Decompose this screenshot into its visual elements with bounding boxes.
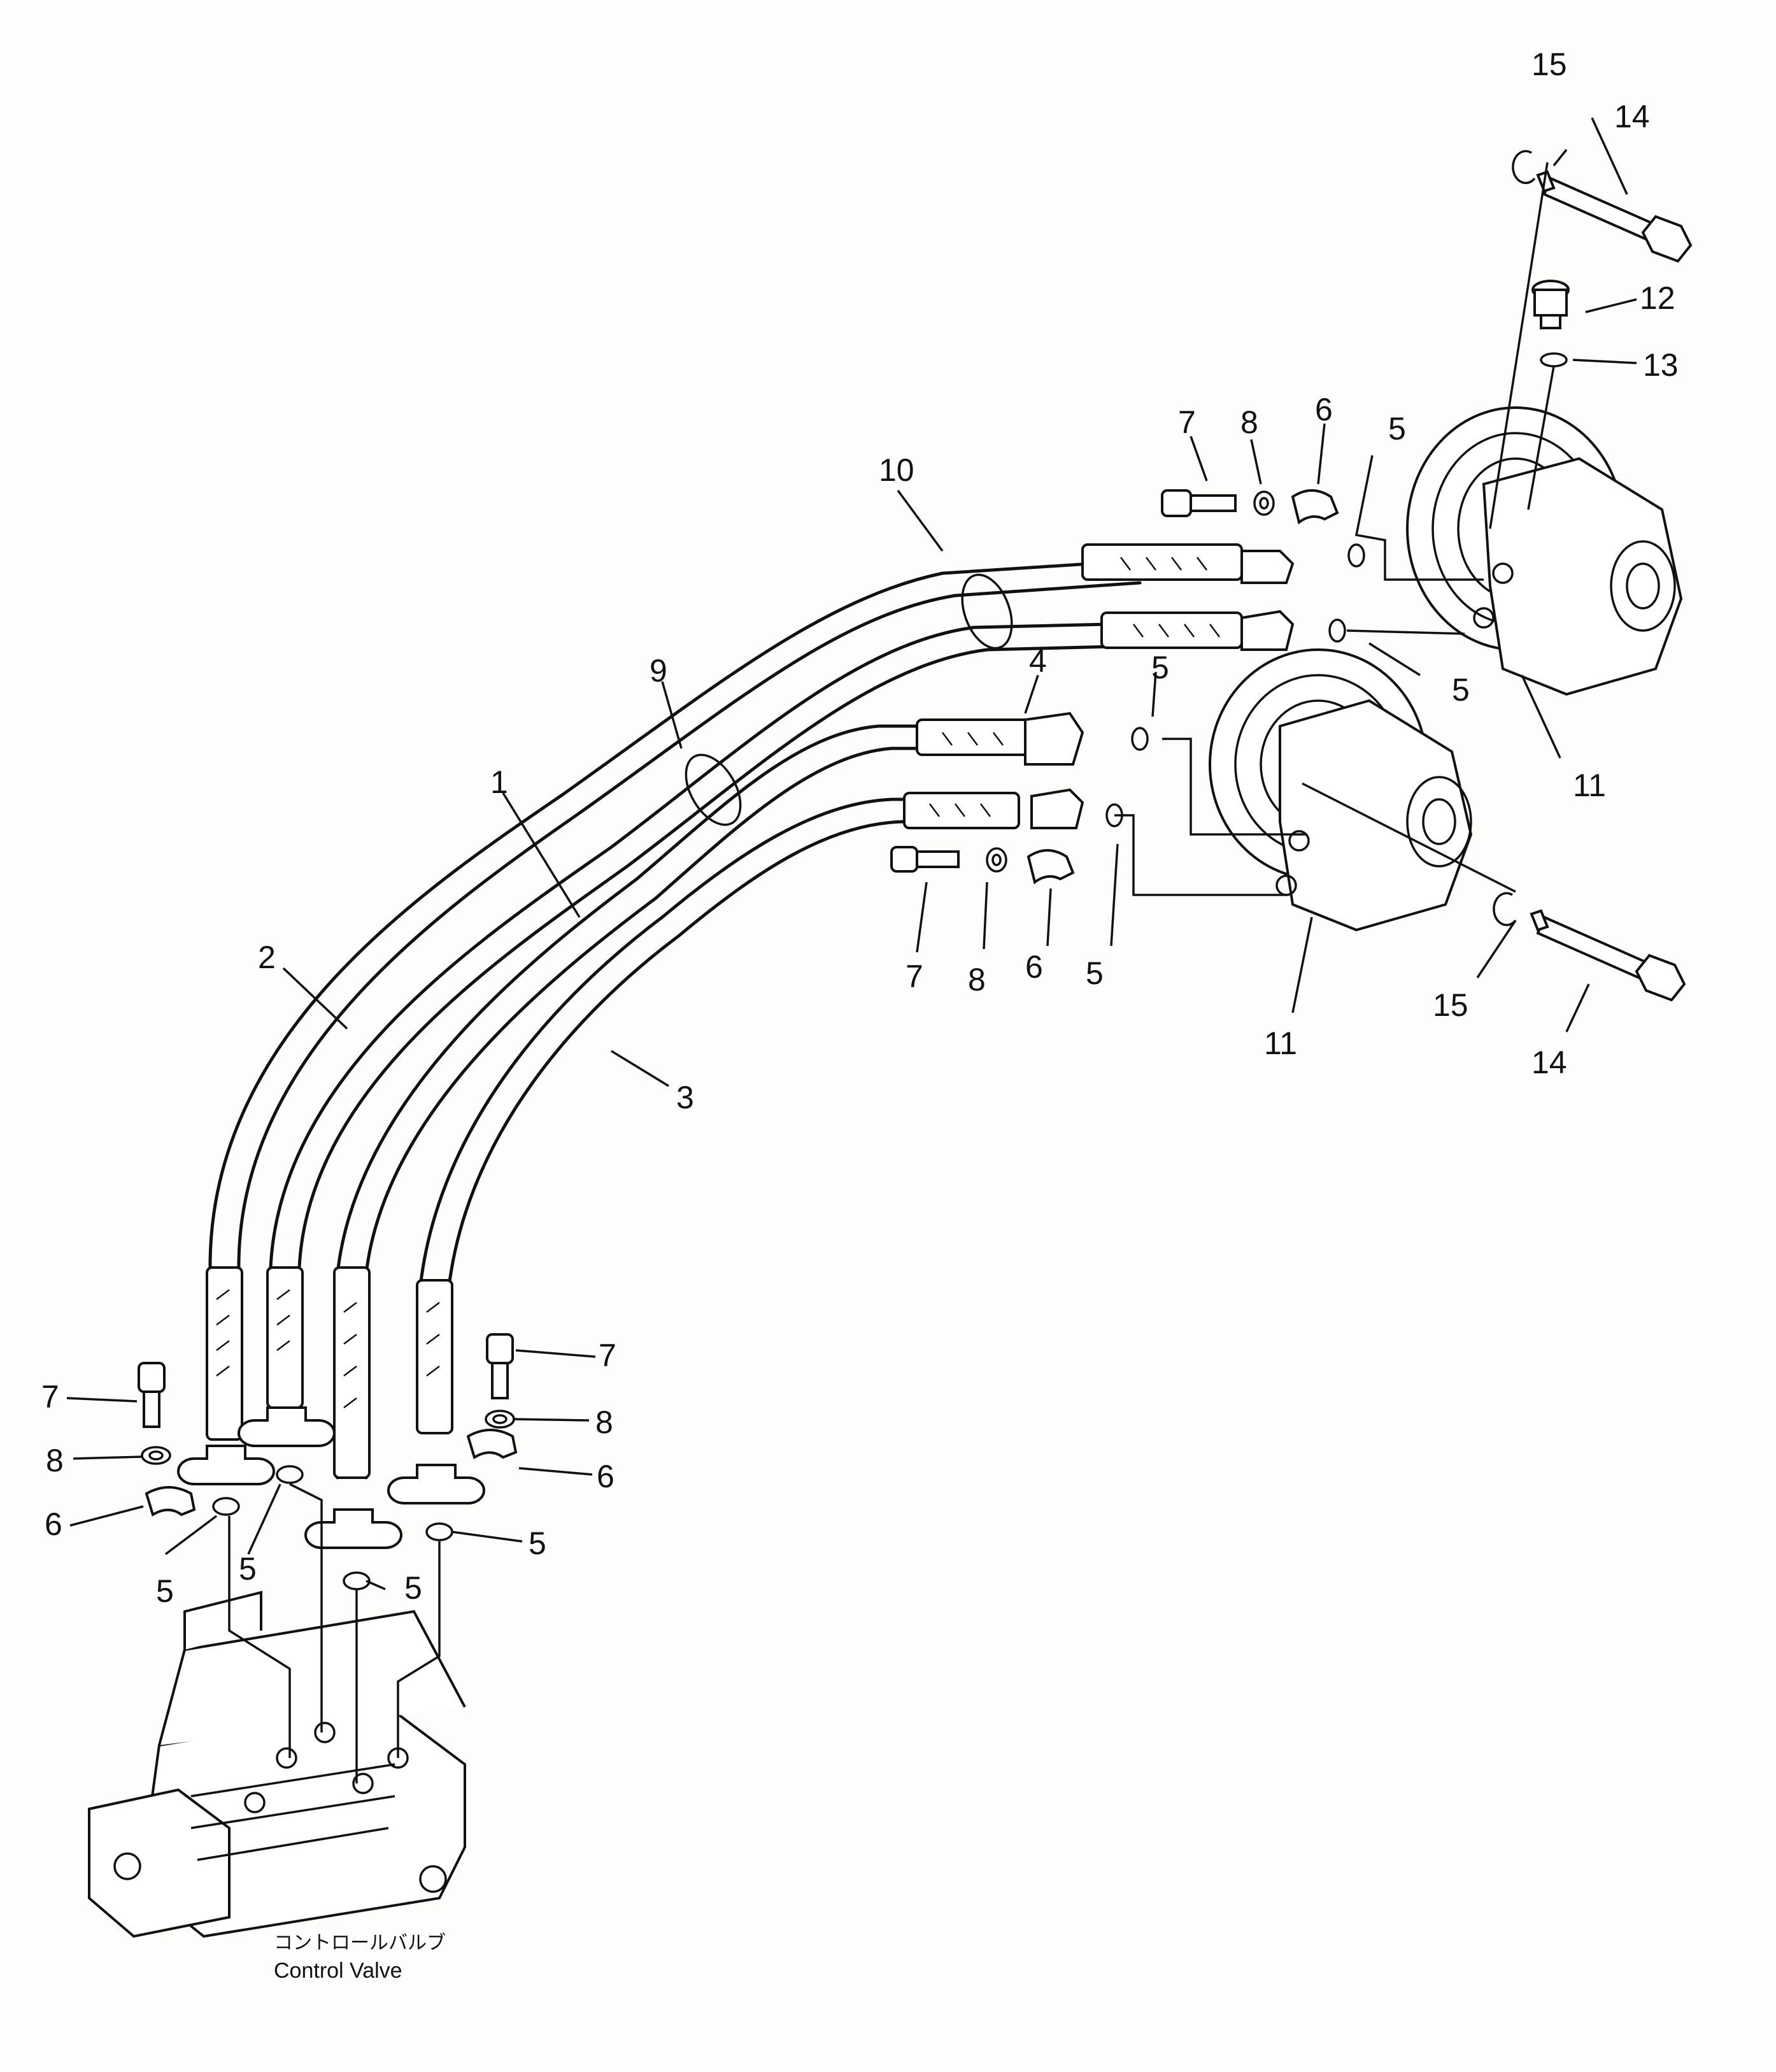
label-15: 15 [1531, 46, 1567, 82]
lower-flanges [177, 1406, 485, 1549]
bolt-14-lower [1530, 909, 1686, 1002]
label-2: 2 [258, 940, 276, 975]
label-4: 4 [1029, 643, 1047, 679]
label-12: 12 [1640, 280, 1675, 316]
label-11: 11 [1573, 768, 1606, 803]
label-15: 15 [1433, 987, 1468, 1023]
clamp-9 [685, 754, 742, 826]
label-3: 3 [676, 1080, 694, 1115]
hose-1 [269, 619, 1244, 1410]
label-5: 5 [1388, 411, 1406, 447]
washers [141, 490, 1275, 1465]
travel-motor-upper [1406, 406, 1683, 696]
label-6: 6 [1315, 392, 1333, 427]
o-ring-13 [1540, 352, 1568, 368]
half-clamps [145, 489, 1339, 1517]
label-5: 5 [404, 1570, 422, 1606]
clamp-10 [961, 573, 1013, 650]
label-5: 5 [1151, 650, 1169, 685]
label-7: 7 [41, 1379, 59, 1415]
label-7: 7 [1178, 404, 1196, 440]
callouts: 1 2 3 4 9 10 7 8 6 5 5 5 5 7 8 6 11 11 1… [41, 46, 1679, 1609]
label-5: 5 [239, 1551, 257, 1587]
snap-ring-15-upper [1512, 150, 1536, 184]
label-10: 10 [879, 452, 914, 488]
snap-ring-15-lower [1493, 892, 1517, 926]
label-5: 5 [529, 1525, 546, 1561]
caption-japanese: コントロールバルブ [274, 1932, 446, 1954]
label-5: 5 [1086, 955, 1104, 991]
label-8: 8 [968, 962, 986, 997]
travel-motor-lower [1209, 648, 1473, 932]
label-1: 1 [490, 764, 508, 800]
label-9: 9 [650, 653, 667, 689]
hose-4 [336, 724, 1027, 1480]
label-14: 14 [1614, 99, 1650, 134]
leader-lines [66, 117, 1637, 1783]
hose-3 [418, 797, 995, 1429]
hose-sleeves [206, 543, 1243, 1479]
bolts [138, 489, 1237, 1428]
control-valve [88, 1590, 466, 1938]
hose-2 [208, 559, 1142, 1422]
label-11: 11 [1264, 1025, 1297, 1061]
label-8: 8 [1240, 404, 1258, 440]
caption-english: Control Valve [274, 1959, 402, 1983]
plug-12 [1531, 280, 1570, 329]
bolt-14-upper [1536, 170, 1693, 263]
upper-flanges [1024, 550, 1295, 829]
label-14: 14 [1531, 1045, 1567, 1080]
label-7: 7 [906, 959, 923, 994]
label-5: 5 [156, 1573, 174, 1609]
label-6: 6 [1025, 949, 1043, 985]
label-6: 6 [597, 1459, 614, 1494]
label-6: 6 [45, 1506, 62, 1542]
label-7: 7 [599, 1338, 616, 1373]
label-8: 8 [46, 1443, 64, 1478]
label-8: 8 [595, 1404, 613, 1440]
label-5: 5 [1452, 672, 1470, 708]
label-13: 13 [1643, 347, 1679, 383]
